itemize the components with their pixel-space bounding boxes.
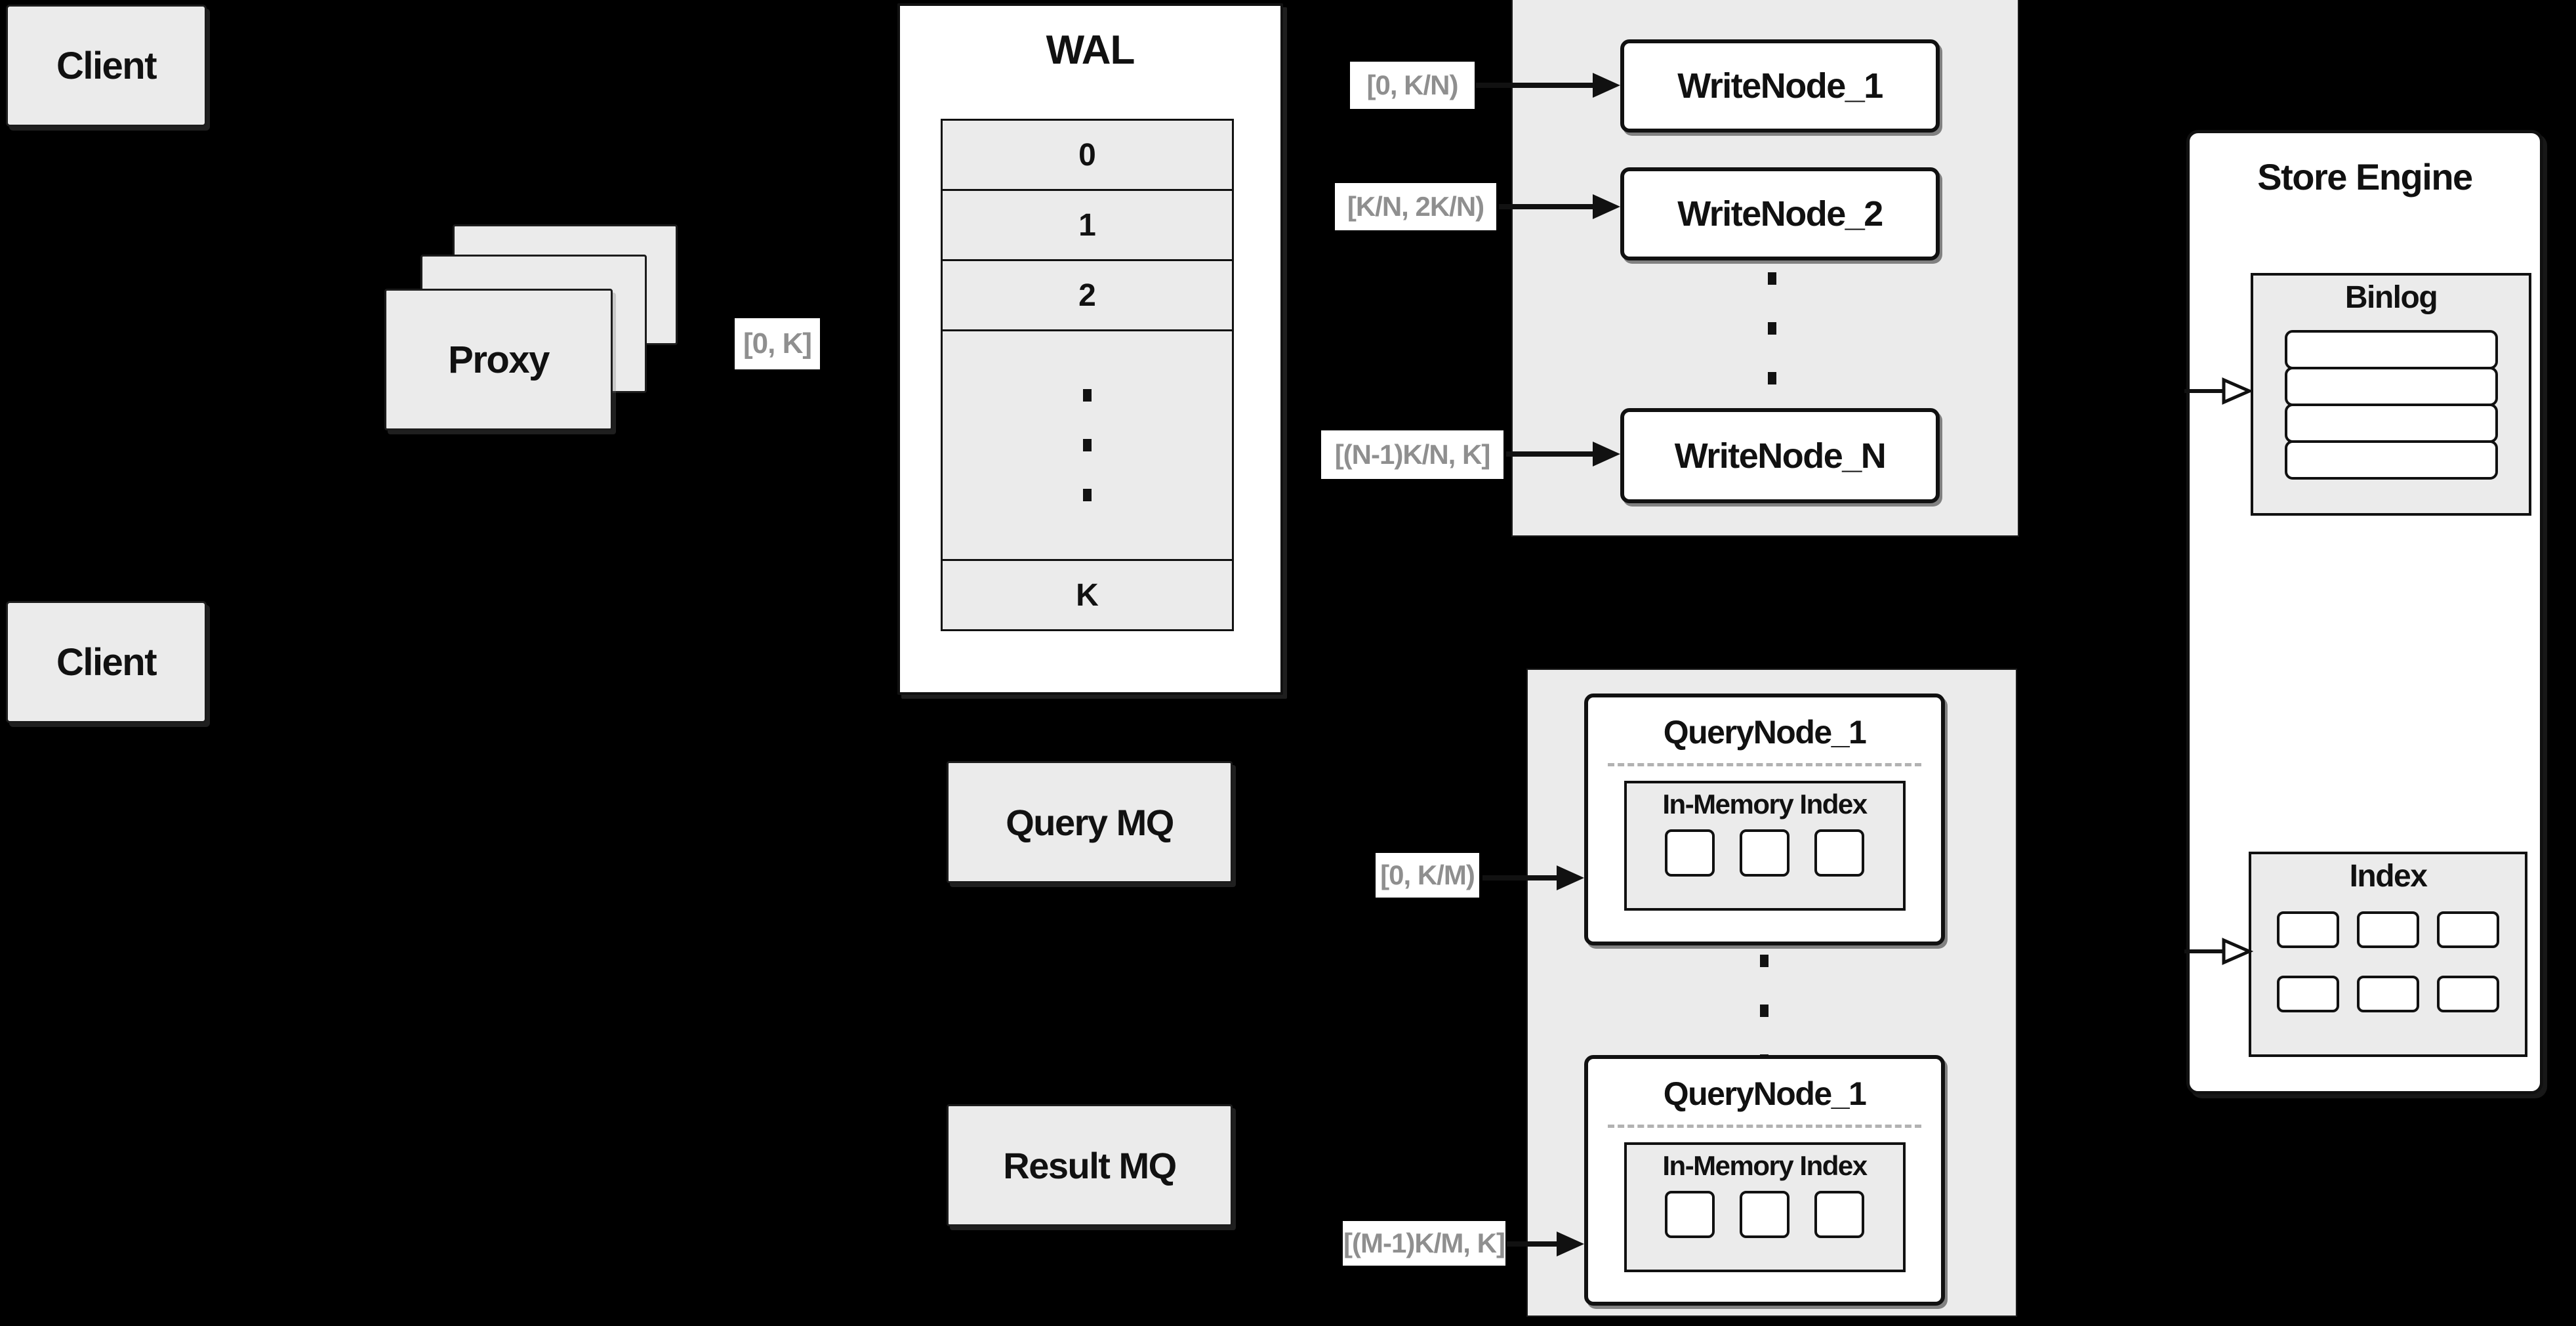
segment-cell <box>1740 1191 1789 1238</box>
hollow-arrow-right-icon <box>2184 938 2253 965</box>
client-bottom-label: Client <box>56 640 157 684</box>
dashed-divider <box>1608 763 1921 766</box>
client-top-label: Client <box>56 44 157 87</box>
proxy-label: Proxy <box>448 338 550 381</box>
solid-arrow-right-icon <box>1499 194 1620 219</box>
binlog-box: Binlog <box>2251 273 2531 516</box>
index-box: Index <box>2249 852 2527 1057</box>
index-segment-cells <box>1665 829 1864 877</box>
wal-segment-row: K <box>941 559 1234 631</box>
in-memory-index-box: In-Memory Index <box>1624 781 1906 911</box>
write-range-text-1: [0, K/N) <box>1366 70 1459 100</box>
dashed-divider <box>1608 1125 1921 1128</box>
wal-ellipsis-row <box>941 329 1234 561</box>
index-cell <box>2357 976 2419 1012</box>
client-box-bottom: Client <box>6 601 207 723</box>
result-mq-label: Result MQ <box>1003 1144 1177 1186</box>
index-cell <box>2277 976 2339 1012</box>
query-node-bottom: QueryNode_1 In-Memory Index <box>1584 1055 1945 1306</box>
query-node-top-title: QueryNode_1 <box>1663 714 1867 751</box>
query-node-bottom-title: QueryNode_1 <box>1663 1075 1867 1112</box>
in-memory-index-box: In-Memory Index <box>1624 1142 1906 1272</box>
index-row <box>2277 911 2499 948</box>
index-segment-cells <box>1665 1191 1864 1238</box>
store-engine-container: Store Engine Binlog Index <box>2186 130 2543 1094</box>
binlog-title: Binlog <box>2344 280 2438 315</box>
solid-arrow-right-icon <box>1482 865 1584 890</box>
query-mq-label: Query MQ <box>1006 801 1174 843</box>
wal-segment-2: 2 <box>1078 278 1096 313</box>
in-memory-index-title: In-Memory Index <box>1662 1150 1868 1181</box>
query-range-label-1: [0, K/M) <box>1376 853 1479 898</box>
write-node-2: WriteNode_2 <box>1620 167 1940 260</box>
wal-container: WAL 0 1 2 K <box>897 3 1283 695</box>
wal-segment-row: 1 <box>941 189 1234 261</box>
write-node-1: WriteNode_1 <box>1620 39 1940 133</box>
index-title: Index <box>2349 859 2428 894</box>
client-box-top: Client <box>6 5 207 127</box>
write-range-label-1: [0, K/N) <box>1350 62 1475 109</box>
proxy-range-text: [0, K] <box>743 327 812 360</box>
index-cell <box>2437 976 2499 1012</box>
vertical-ellipsis-icon <box>1760 955 1768 1067</box>
index-grid <box>2277 911 2499 1012</box>
segment-cell <box>1814 1191 1864 1238</box>
proxy-card-front: Proxy <box>384 289 613 430</box>
index-cell <box>2277 911 2339 948</box>
solid-arrow-right-icon <box>1507 1232 1584 1256</box>
index-row <box>2277 976 2499 1012</box>
write-range-text-n: [(N-1)K/N, K] <box>1334 439 1491 470</box>
index-cell <box>2357 911 2419 948</box>
binlog-rows <box>2284 330 2498 480</box>
binlog-row <box>2284 404 2498 443</box>
vertical-ellipsis-icon <box>1083 389 1092 501</box>
write-node-n-label: WriteNode_N <box>1674 436 1887 476</box>
wal-segment-0: 0 <box>1078 137 1096 173</box>
write-node-1-label: WriteNode_1 <box>1677 66 1883 106</box>
query-mq-box: Query MQ <box>947 761 1233 883</box>
wal-segment-1: 1 <box>1078 207 1096 243</box>
store-engine-title: Store Engine <box>2257 156 2473 197</box>
segment-cell <box>1665 1191 1715 1238</box>
segment-cell <box>1740 829 1789 877</box>
query-range-label-m: [(M-1)K/M, K] <box>1343 1221 1505 1266</box>
write-range-label-n: [(N-1)K/N, K] <box>1321 430 1503 479</box>
vertical-ellipsis-icon <box>1768 272 1776 384</box>
solid-arrow-right-icon <box>1476 73 1620 98</box>
hollow-arrow-right-icon <box>2184 377 2253 405</box>
write-range-label-2: [K/N, 2K/N) <box>1335 183 1496 230</box>
wal-segment-row: 2 <box>941 259 1234 331</box>
wal-title: WAL <box>1046 28 1135 73</box>
proxy-range-label: [0, K] <box>735 318 820 369</box>
binlog-row <box>2284 367 2498 406</box>
solid-arrow-right-icon <box>1506 442 1620 466</box>
write-range-text-2: [K/N, 2K/N) <box>1347 191 1484 222</box>
query-node-top: QueryNode_1 In-Memory Index <box>1584 694 1945 945</box>
index-cell <box>2437 911 2499 948</box>
wal-segment-table: 0 1 2 K <box>941 119 1234 631</box>
query-range-text-m: [(M-1)K/M, K] <box>1343 1228 1505 1258</box>
query-range-text-1: [0, K/M) <box>1380 860 1475 890</box>
binlog-row <box>2284 440 2498 480</box>
segment-cell <box>1665 829 1715 877</box>
in-memory-index-title: In-Memory Index <box>1662 789 1868 819</box>
result-mq-box: Result MQ <box>947 1104 1233 1226</box>
wal-segment-row: 0 <box>941 119 1234 191</box>
write-node-n: WriteNode_N <box>1620 408 1940 503</box>
binlog-row <box>2284 330 2498 369</box>
wal-segment-k: K <box>1076 577 1099 613</box>
segment-cell <box>1814 829 1864 877</box>
write-node-2-label: WriteNode_2 <box>1677 194 1883 234</box>
